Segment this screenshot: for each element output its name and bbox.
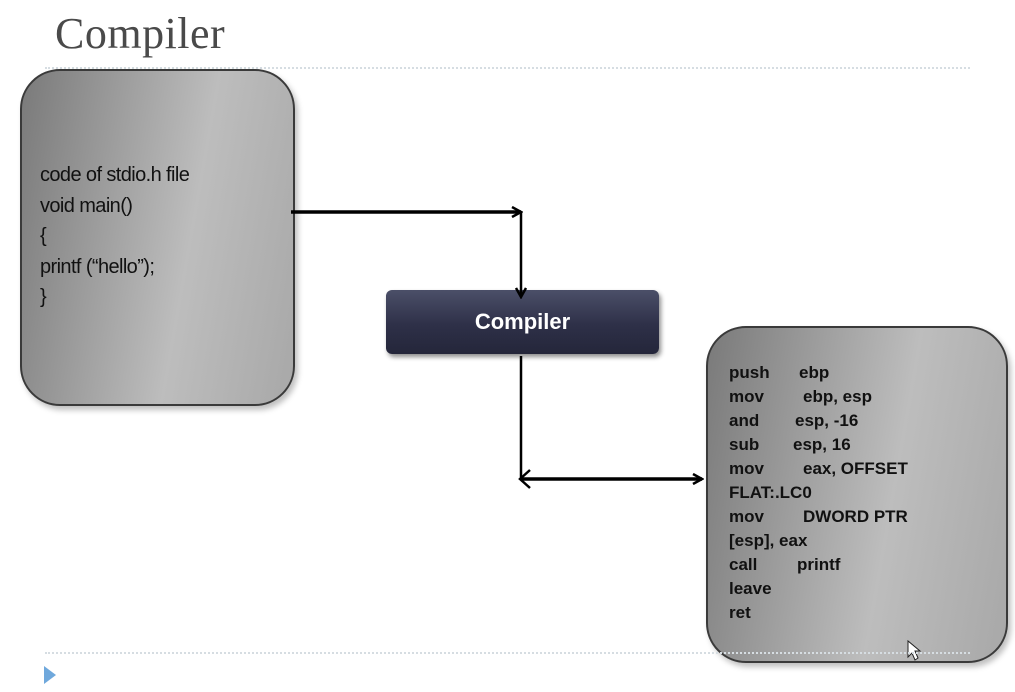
source-code-lines: code of stdio.h file void main() { print… — [40, 160, 190, 313]
arrow-head-left — [518, 469, 531, 489]
source-code-box — [20, 69, 295, 406]
source-line: code of stdio.h file — [40, 164, 190, 186]
asm-opcode: and — [729, 411, 760, 430]
compiler-box: Compiler — [386, 290, 659, 354]
asm-opcode: FLAT:.LC0 — [729, 483, 812, 502]
footer-divider — [45, 652, 970, 654]
title-divider — [45, 67, 970, 69]
asm-operand: esp, -16 — [795, 411, 859, 430]
source-line: void main() — [40, 194, 133, 217]
asm-opcode: call — [729, 555, 758, 574]
source-line: { — [40, 225, 47, 247]
play-triangle-icon[interactable] — [40, 664, 60, 686]
asm-operand: ebp — [799, 363, 830, 382]
asm-opcode: ret — [729, 603, 751, 622]
asm-opcode: mov — [729, 459, 764, 478]
asm-opcode: push — [729, 363, 770, 382]
asm-opcode: [esp], eax — [729, 531, 808, 550]
asm-opcode: sub — [729, 435, 760, 454]
asm-operand: ebp, esp — [803, 387, 872, 406]
compiler-label: Compiler — [474, 309, 571, 334]
asm-operand: esp, 16 — [793, 435, 851, 454]
cursor-icon — [907, 639, 922, 661]
asm-opcode: leave — [729, 579, 772, 598]
asm-operand: DWORD PTR — [803, 507, 908, 526]
asm-operand: printf — [797, 555, 841, 574]
asm-opcode: mov — [729, 387, 764, 406]
source-line: printf (“hello”); — [40, 255, 155, 278]
asm-operand: eax, OFFSET — [803, 459, 908, 478]
asm-opcode: mov — [729, 507, 764, 526]
source-line: } — [40, 286, 47, 308]
slide-title: Compiler — [55, 9, 226, 58]
assembly-code-box — [706, 326, 1008, 663]
